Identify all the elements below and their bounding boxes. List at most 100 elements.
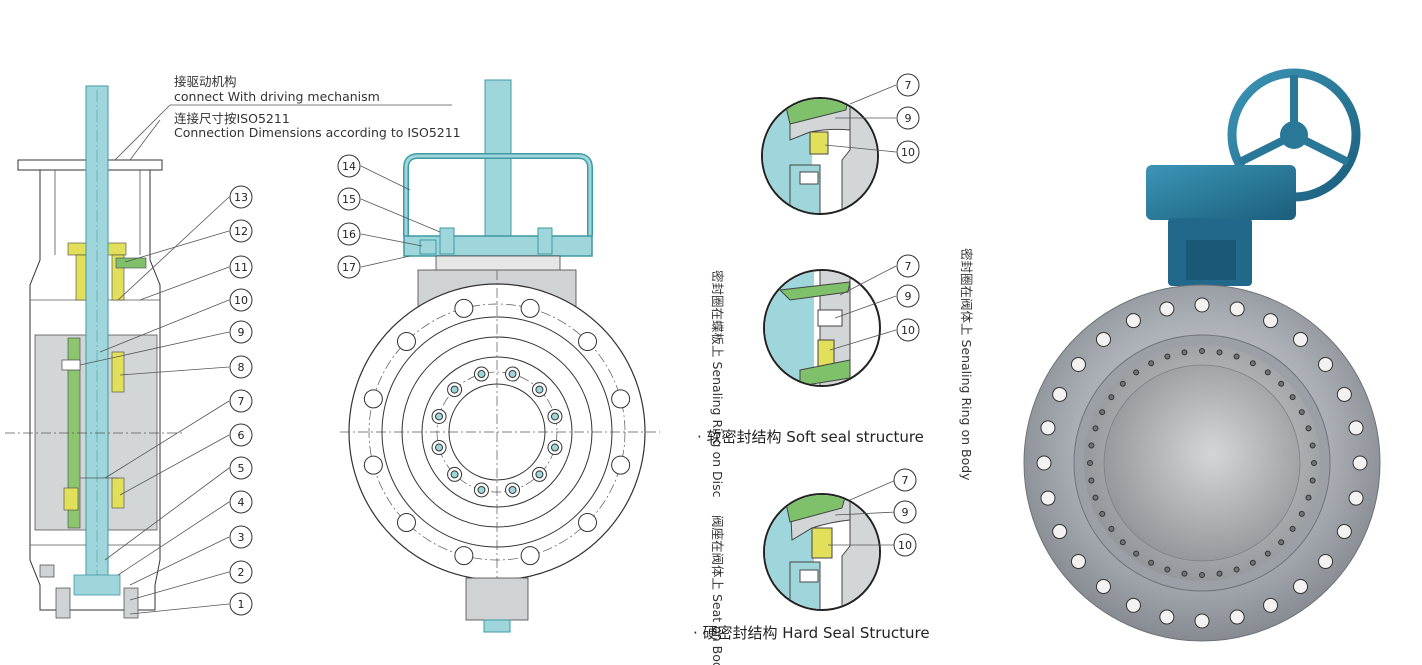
callout-bubble: 9 — [896, 106, 920, 130]
middle-leaders — [360, 165, 441, 268]
disc-bolt — [1181, 349, 1188, 356]
callout-bubble-number: 9 — [238, 326, 245, 339]
drive-label-en: connect With driving mechanism — [174, 89, 380, 104]
disc-bolt — [1305, 494, 1312, 501]
inner-bolt-core — [550, 443, 559, 452]
callout-bubble-number: 4 — [238, 496, 245, 509]
disc-bolt — [1278, 380, 1285, 387]
disc-bolt — [1088, 477, 1095, 484]
callout-bubble-number: 17 — [342, 261, 356, 274]
callout-bubble-number: 14 — [342, 160, 356, 173]
soft-seal-caption: · 软密封结构 Soft seal structure — [697, 428, 924, 446]
callout-bubble: 7 — [229, 389, 253, 413]
callout-bubble-number: 2 — [238, 566, 245, 579]
flange-hole — [1125, 313, 1141, 329]
flange-hole — [1095, 331, 1111, 347]
callout-bubble: 11 — [229, 255, 253, 279]
disc-bolt — [1099, 409, 1106, 416]
label-ring-on-disc: 密封圈在蝶板上 Senaling Ring on Disc — [710, 270, 725, 498]
bolt-hole — [611, 455, 631, 475]
callout-bubble: 14 — [337, 154, 361, 178]
callout-bubble: 17 — [337, 255, 361, 279]
disc-bolt — [1199, 348, 1205, 354]
disc-bolt — [1289, 394, 1296, 401]
callout-bubble: 5 — [229, 456, 253, 480]
disc-bolt — [1199, 572, 1205, 578]
callout-bubble: 9 — [229, 320, 253, 344]
bolt-hole — [520, 298, 540, 318]
callout-bubble-number: 3 — [238, 531, 245, 544]
flange-hole — [1229, 609, 1245, 625]
callout-bubble-number: 11 — [234, 261, 248, 274]
bolt-hole — [520, 546, 540, 566]
flange-hole — [1159, 609, 1175, 625]
flange-hole — [1194, 297, 1210, 313]
inner-bolt-core — [550, 412, 559, 421]
front-view — [340, 79, 660, 633]
callout-bubble-number: 8 — [238, 361, 245, 374]
callout-bubble: 10 — [893, 533, 917, 557]
hard-seal-caption: · 硬密封结构 Hard Seal Structure — [693, 624, 930, 642]
callout-bubble-number: 10 — [901, 324, 915, 337]
callout-bubble-number: 15 — [342, 193, 356, 206]
disc-bolt — [1309, 442, 1316, 449]
bolt-hole — [363, 455, 383, 475]
flange-hole — [1263, 313, 1279, 329]
flange-hole — [1336, 386, 1352, 402]
disc-bolt — [1264, 550, 1271, 557]
callout-bubble: 12 — [229, 219, 253, 243]
bolt-hole — [454, 298, 474, 318]
callout-bubble-number: 7 — [238, 395, 245, 408]
drive-label-cn: 接驱动机构 — [174, 74, 237, 89]
front-stem — [484, 79, 512, 256]
inner-bolt-core — [450, 470, 459, 479]
disc-bolt — [1087, 460, 1093, 466]
callout-bubble-number: 1 — [238, 598, 245, 611]
disc-bolt — [1216, 570, 1223, 577]
disc-bolt — [1148, 360, 1155, 367]
disc-bolt — [1088, 442, 1095, 449]
callout-bubble-number: 12 — [234, 225, 248, 238]
flange-hole — [1052, 386, 1068, 402]
inner-bolt-core — [435, 443, 444, 452]
disc-bolt — [1108, 394, 1115, 401]
disc-bolt — [1133, 550, 1140, 557]
disc-bolt — [1133, 369, 1140, 376]
bolt-hole — [578, 331, 598, 351]
callout-bubble: 1 — [229, 592, 253, 616]
flange-hole — [1095, 579, 1111, 595]
inner-bolt-core — [450, 385, 459, 394]
callout-bubble-number: 9 — [902, 506, 909, 519]
callout-bubble: 4 — [229, 490, 253, 514]
disc-bolt — [1233, 566, 1240, 573]
callout-bubble: 7 — [896, 254, 920, 278]
label-ring-on-body: 密封圈在阀体上 Senaling Ring on Body — [959, 248, 974, 481]
callout-bubble-number: 10 — [898, 539, 912, 552]
disc-bolt — [1099, 510, 1106, 517]
callout-bubble: 13 — [229, 185, 253, 209]
disc-bolt — [1092, 425, 1099, 432]
disc-bolt — [1233, 353, 1240, 360]
disc-bolt — [1305, 425, 1312, 432]
flange-hole — [1348, 420, 1364, 436]
disc-bolt — [1278, 539, 1285, 546]
callout-bubble-number: 7 — [902, 474, 909, 487]
flange-hole — [1040, 420, 1056, 436]
flange-hole — [1293, 331, 1309, 347]
disc-bolt — [1181, 570, 1188, 577]
inner-bolt-core — [508, 370, 517, 379]
detail-ring-on-disc — [763, 265, 897, 387]
callout-bubble: 10 — [896, 140, 920, 164]
inner-bolt-core — [477, 370, 486, 379]
disc-bolt — [1108, 525, 1115, 532]
flange-hole — [1229, 301, 1245, 317]
flange-hole — [1040, 490, 1056, 506]
disc-bolt — [1311, 460, 1317, 466]
flange-hole — [1318, 356, 1334, 372]
callout-bubble: 2 — [229, 560, 253, 584]
flange-hole — [1352, 455, 1368, 471]
